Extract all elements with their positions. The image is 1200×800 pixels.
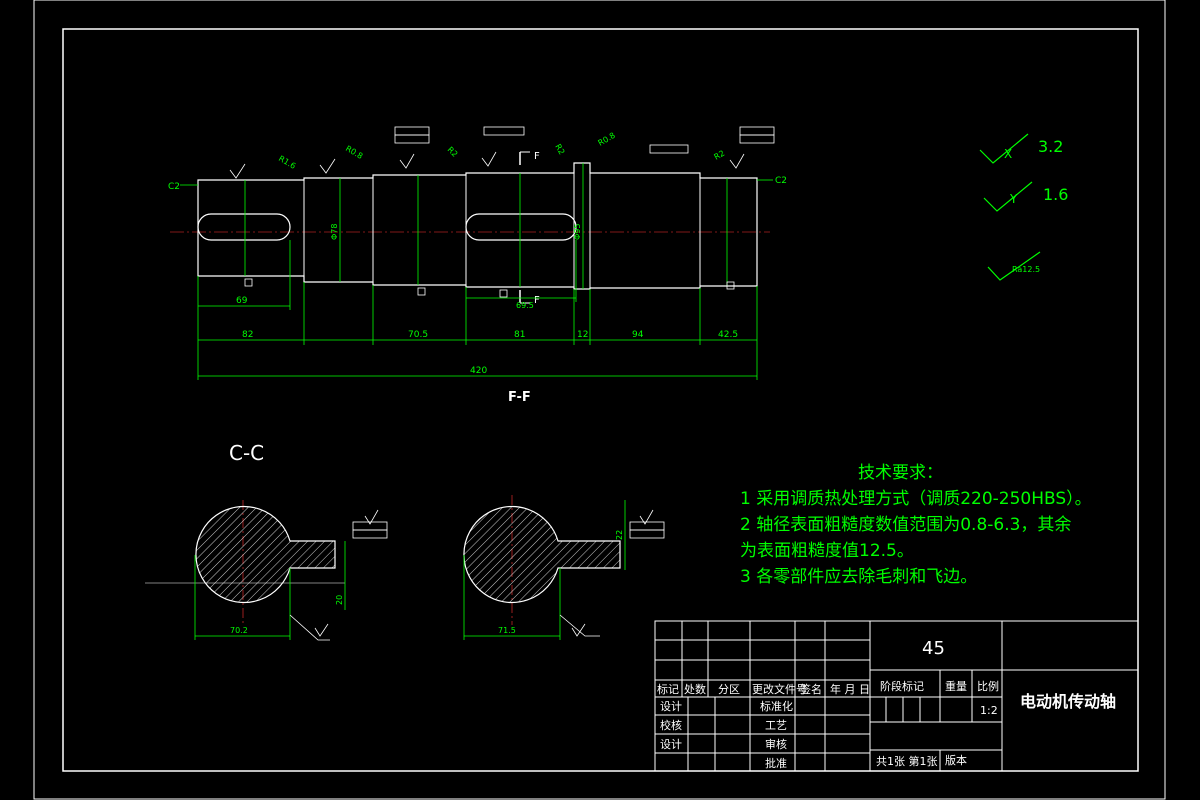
title-version: 版本 [945,753,967,767]
tb-approve: 批准 [765,756,787,770]
inner-frame [62,28,1139,772]
title-sheet-info: 共1张 第1张 [876,754,938,768]
fillet-label-1: R1.6 [277,154,297,171]
shaft-outline [197,162,758,290]
roughness-x-value: 3.2 [1038,137,1063,156]
tech-heading: 技术要求： [858,463,943,483]
keyway-left [197,213,291,241]
section-arrow-top: F [534,151,540,162]
section-cc-left: 70.2 20 [145,500,388,641]
tb-design: 设计 [660,700,682,713]
tb-row-marks: 标记 [657,682,679,696]
title-material: 45 [922,638,945,659]
dim-diameter-5: Φ95 [573,224,582,240]
roughness-default-value: Ra12.5 [1012,265,1040,274]
dim-diameter-2: Φ78 [330,224,339,240]
roughness-y-symbol: Y [1009,192,1018,206]
tb-review: 审核 [765,737,787,751]
tb-row-sign: 签名 [800,682,822,696]
tb-row-date: 年 月 日 [830,682,870,696]
roughness-legend: X 3.2 Y 1.6 Ra12.5 [979,133,1068,281]
tech-line-1: 1 采用调质热处理方式（调质220-250HBS）。 [740,489,1092,509]
tb-process: 工艺 [765,719,787,732]
title-block [654,620,1139,772]
dim-section-right-depth: 71.5 [498,626,516,635]
roughness-x-symbol: X [1004,147,1012,161]
title-part-name: 电动机传动轴 [1020,692,1116,711]
tech-requirements: 技术要求： 1 采用调质热处理方式（调质220-250HBS）。 2 轴径表面粗… [740,463,1092,587]
shaft-main-view: Φ78 Φ95 C2 C2 R1.6 R0.8 R2 R2 R0.8 R2 [168,126,787,380]
chamfer-left-label: C2 [168,182,180,192]
tb-check: 校核 [660,718,682,732]
dim-section-left-depth: 70.2 [230,626,248,635]
tb-row-doc: 更改文件号 [752,682,807,696]
section-cc-label: C-C [229,441,264,465]
tb-scale-label: 比例 [977,679,999,693]
dim-segment-1: 82 [242,330,253,340]
tech-line-2: 2 轴径表面粗糙度数值范围为0.8-6.3，其余 [740,515,1071,535]
tb-design2: 设计 [660,738,682,751]
dim-segment-3: 81 [514,330,525,340]
section-arrow-bottom: F [534,295,540,306]
dim-segment-4: 12 [577,330,588,340]
outer-frame [33,0,1166,800]
dim-keyway-2: 69.5 [516,301,534,310]
title-scale: 1:2 [980,704,998,717]
dim-section-left-width: 20 [335,595,344,605]
fillet-label-6: R2 [713,149,727,162]
tb-row-count: 处数 [684,683,706,696]
dim-section-right-width: 22 [615,530,624,540]
tech-line-4: 3 各零部件应去除毛刺和飞边。 [740,567,977,587]
roughness-y-value: 1.6 [1043,185,1068,204]
fillet-label-3: R2 [446,145,460,159]
dim-overall-length: 420 [470,366,487,376]
dim-segment-2: 70.5 [408,330,428,340]
chamfer-right-label: C2 [775,176,787,186]
keyway-middle [465,213,577,241]
tb-standard: 标准化 [760,699,793,713]
section-cc-right: 71.5 22 [463,495,665,640]
section-main-label: F-F [508,390,531,405]
fillet-label-4: R2 [553,143,566,157]
tech-line-3: 为表面粗糙度值12.5。 [740,541,914,561]
section-cc-right-shape [463,505,621,604]
section-cc-left-shape [195,505,336,604]
tb-stage-mark: 阶段标记 [880,679,924,693]
fillet-label-2: R0.8 [344,144,364,161]
fillet-label-5: R0.8 [597,131,617,148]
tb-weight: 重量 [945,679,967,693]
dim-segment-6: 42.5 [718,330,738,340]
tb-row-zone: 分区 [718,683,740,696]
dim-segment-5: 94 [632,330,644,340]
dim-keyway-1: 69 [236,296,248,306]
